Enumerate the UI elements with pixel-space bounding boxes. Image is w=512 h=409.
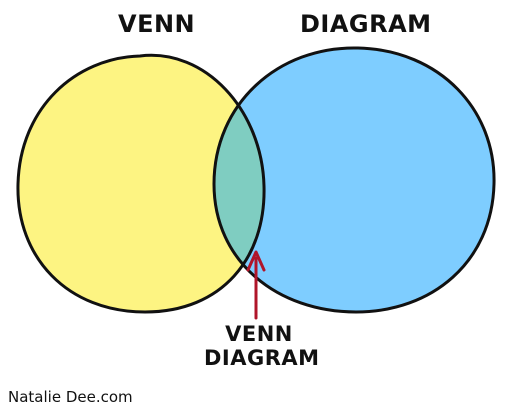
intersection-label-line2: DIAGRAM bbox=[204, 346, 320, 370]
left-circle-outline bbox=[16, 53, 266, 314]
arrow-head bbox=[246, 250, 266, 272]
right-set-label: DIAGRAM bbox=[300, 10, 432, 38]
intersection-label: VENN DIAGRAM bbox=[204, 322, 320, 370]
right-circle bbox=[214, 47, 495, 312]
arrow bbox=[246, 250, 266, 320]
right-circle-outline bbox=[212, 46, 496, 314]
left-set-label: VENN bbox=[118, 10, 196, 38]
left-circle bbox=[17, 55, 265, 312]
credit-text: Natalie Dee.com bbox=[8, 388, 133, 406]
intersection-label-line1: VENN bbox=[225, 322, 293, 346]
